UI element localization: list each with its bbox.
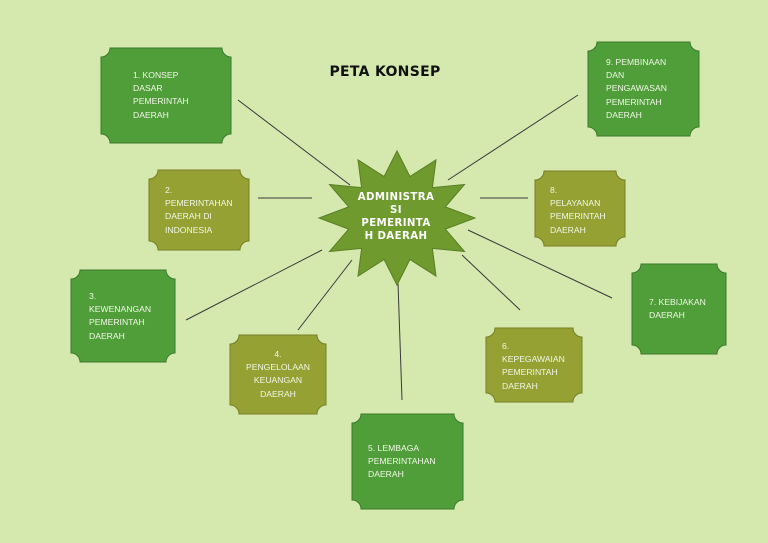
connector-line-9 — [447, 94, 579, 181]
concept-node-9-label: 9. PEMBINAAN DAN PENGAWASAN PEMERINTAH D… — [606, 57, 667, 120]
concept-node-4-box — [229, 334, 327, 415]
connector-line-6 — [461, 254, 521, 311]
hub-starburst — [317, 149, 477, 287]
concept-node-2-box — [148, 169, 250, 251]
concept-node-8-box — [534, 170, 626, 247]
concept-node-7-box — [631, 263, 727, 355]
connector-line-1 — [237, 99, 351, 186]
concept-node-1-label: 1. KONSEP DASAR PEMERINTAH DAERAH — [133, 70, 189, 120]
concept-node-2-label: 2. PEMERINTAHAN DAERAH DI INDONESIA — [165, 185, 233, 235]
page-title: PETA KONSEP — [329, 64, 441, 80]
connector-line-4 — [297, 259, 353, 331]
connector-line-5 — [397, 282, 403, 401]
connector-line-3 — [185, 249, 323, 321]
concept-node-3-box — [70, 269, 176, 363]
concept-node-8-label: 8. PELAYANAN PEMERINTAH DAERAH — [550, 185, 606, 235]
hub-label: ADMINISTRA SI PEMERINTA H DAERAH — [357, 192, 435, 242]
concept-node-5-label: 5. LEMBAGA PEMERINTAHAN DAERAH — [368, 443, 436, 480]
concept-node-4-label: 4. PENGELOLAAN KEUANGAN DAERAH — [246, 349, 310, 399]
concept-node-9-box — [587, 41, 700, 137]
connector-line-7 — [467, 229, 613, 299]
concept-node-6-box — [485, 327, 583, 403]
concept-node-3-label: 3. KEWENANGAN PEMERINTAH DAERAH — [89, 291, 152, 341]
concept-node-6-label: 6. KEPEGAWAIAN PEMERINTAH DAERAH — [502, 341, 565, 391]
concept-node-1-box — [100, 47, 232, 144]
concept-node-5-box — [351, 413, 464, 510]
concept-node-7-label: 7. KEBIJAKAN DAERAH — [649, 297, 706, 321]
